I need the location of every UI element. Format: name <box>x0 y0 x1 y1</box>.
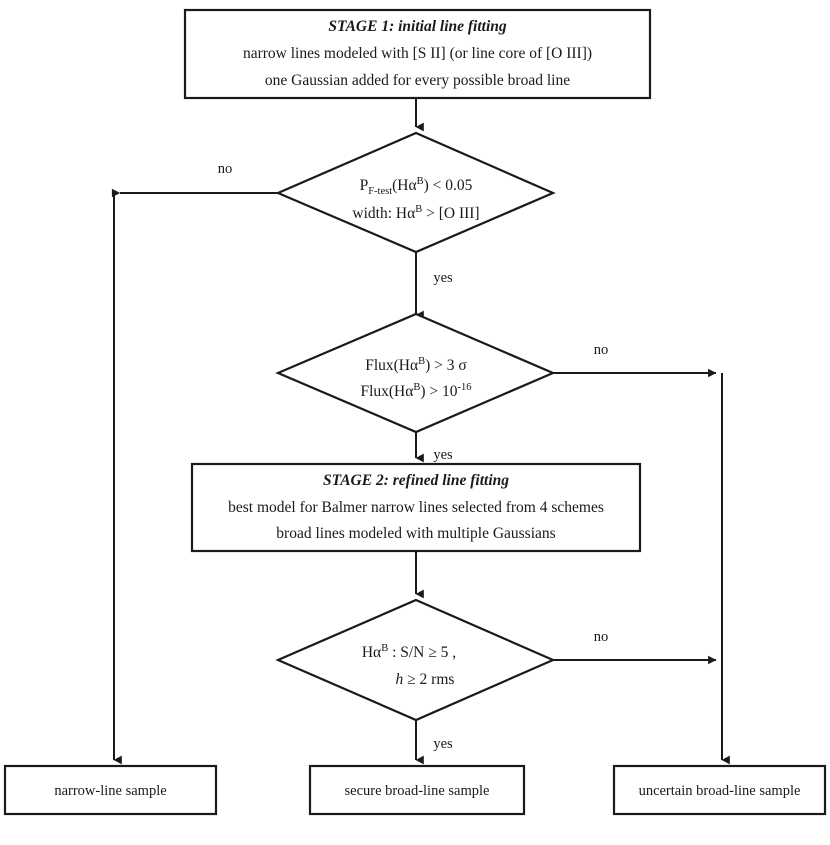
decision2-line2-mid: ) > 10 <box>420 383 457 400</box>
decision1-line1-sup: B <box>417 176 424 187</box>
node-result-secure[interactable]: secure broad-line sample <box>308 764 526 816</box>
decision2-line1-sup: B <box>418 356 425 367</box>
secure-broad-line-sample-box[interactable] <box>308 764 526 816</box>
uncertain-broad-line-sample-box[interactable] <box>612 764 827 816</box>
decision1-line1-mid: (Hα <box>392 177 416 194</box>
node-stage1[interactable]: STAGE 1: initial line fitting narrow lin… <box>183 8 652 100</box>
node-decision2[interactable]: Flux(HαB) > 3 σ Flux(HαB) > 10-16 <box>275 312 556 434</box>
decision3-line1-suffix: : S/N ≥ 5 , <box>388 644 456 661</box>
decision3-line1-prefix: Hα <box>362 644 381 661</box>
secure-broad-line-sample-label: secure broad-line sample <box>345 783 490 799</box>
decision2-line2-prefix: Flux(Hα <box>360 383 413 400</box>
decision2-line2: Flux(HαB) > 10-16 <box>360 382 471 400</box>
stage2-line2: best model for Balmer narrow lines selec… <box>228 499 604 516</box>
decision2-line1-prefix: Flux(Hα <box>365 357 418 374</box>
decision2-line2-sup2: -16 <box>458 382 472 393</box>
decision1-line2-sup: B <box>415 204 422 215</box>
node-decision1[interactable]: PF-test(HαB) < 0.05 width: HαB > [O III] <box>275 131 556 254</box>
stage1-title: STAGE 1: initial line fitting <box>328 18 507 35</box>
narrow-line-sample-label: narrow-line sample <box>54 783 166 799</box>
uncertain-broad-line-sample-label: uncertain broad-line sample <box>639 783 801 799</box>
decision2-line1: Flux(HαB) > 3 σ <box>365 356 467 374</box>
stage1-line2: narrow lines modeled with [S II] (or lin… <box>243 45 592 62</box>
decision1-diamond[interactable] <box>275 131 556 254</box>
decision3-diamond[interactable] <box>275 598 556 722</box>
decision3-line1-sup: B <box>381 643 388 654</box>
edge-label-decision1-yes: yes <box>433 270 453 286</box>
edge-label-decision1-no: no <box>218 161 233 177</box>
decision3-line2: h ≥ 2 rms <box>396 671 455 688</box>
edge-label-decision3-no: no <box>594 629 609 645</box>
edge-label-decision2-no: no <box>594 342 609 358</box>
decision3-line2-suffix: ≥ 2 rms <box>403 671 454 688</box>
decision2-line1-suffix: ) > 3 σ <box>425 357 467 374</box>
edge-label-decision3-yes: yes <box>433 736 453 752</box>
decision1-line2: width: HαB > [O III] <box>352 204 479 222</box>
node-result-uncertain[interactable]: uncertain broad-line sample <box>612 764 827 816</box>
stage2-line3: broad lines modeled with multiple Gaussi… <box>276 525 555 542</box>
decision2-line2-sup: B <box>413 382 420 393</box>
decision1-line1-prefix: P <box>360 177 369 194</box>
decision2-diamond[interactable] <box>275 312 556 434</box>
stage2-box[interactable] <box>190 462 642 553</box>
edge-label-decision2-yes: yes <box>433 447 453 463</box>
node-result-narrow[interactable]: narrow-line sample <box>3 764 218 816</box>
narrow-line-sample-box[interactable] <box>3 764 218 816</box>
node-decision3[interactable]: HαB : S/N ≥ 5 , h ≥ 2 rms <box>275 598 556 722</box>
stage2-title: STAGE 2: refined line fitting <box>323 472 509 489</box>
decision3-line1: HαB : S/N ≥ 5 , <box>362 643 456 661</box>
stage1-line3: one Gaussian added for every possible br… <box>265 72 570 89</box>
decision1-line2-prefix: width: Hα <box>352 205 415 222</box>
stage1-box[interactable] <box>183 8 652 100</box>
decision1-line1-suffix: ) < 0.05 <box>424 177 473 194</box>
decision1-line1-sub: F-test <box>368 186 392 197</box>
node-stage2[interactable]: STAGE 2: refined line fitting best model… <box>190 462 642 553</box>
decision1-line1: PF-test(HαB) < 0.05 <box>360 176 473 197</box>
decision1-line2-suffix: > [O III] <box>422 205 479 222</box>
decision3-line2-ital: h <box>396 671 404 688</box>
